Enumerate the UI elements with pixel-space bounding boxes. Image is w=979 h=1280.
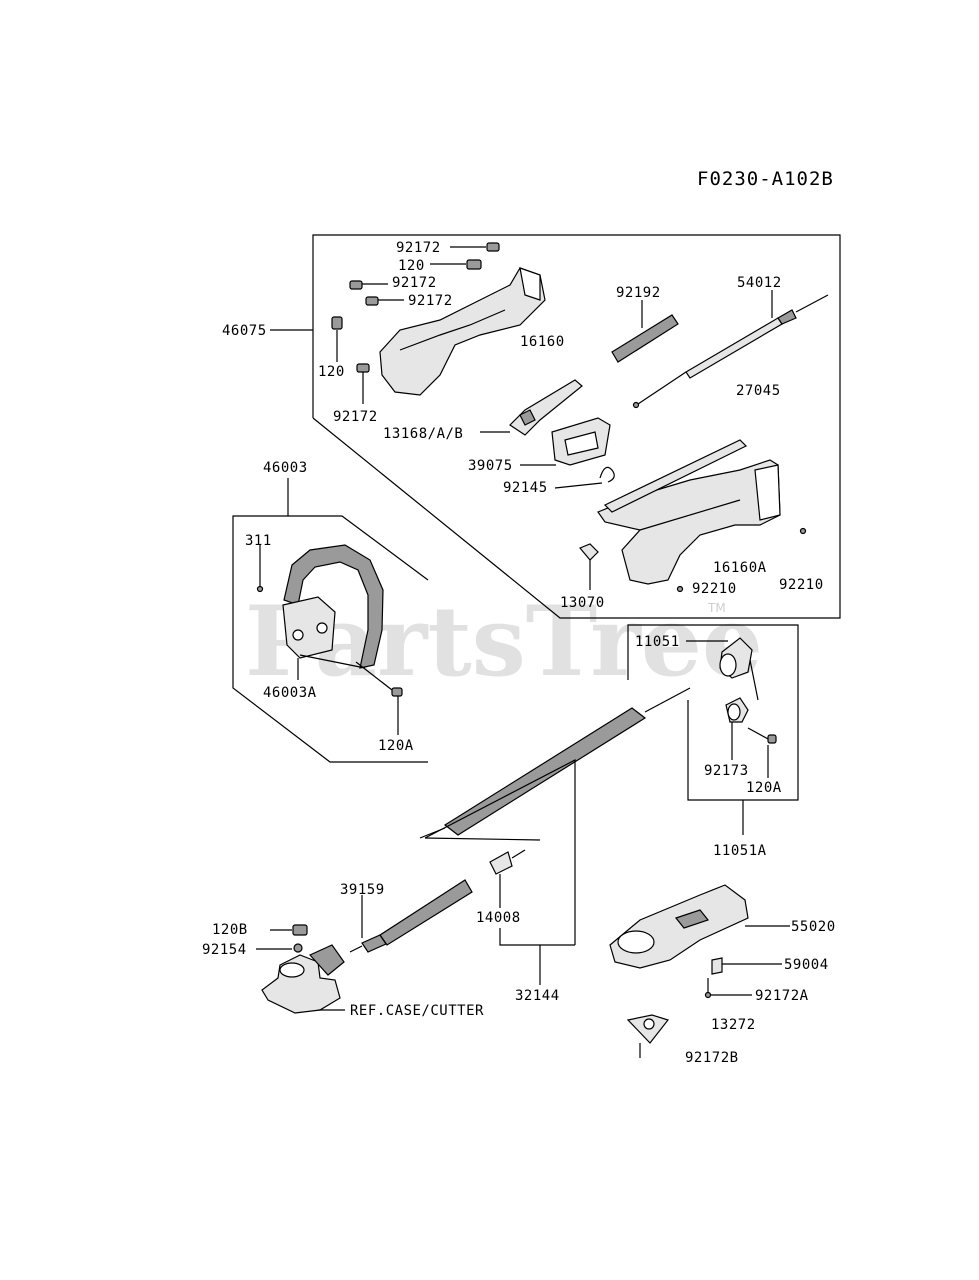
label-120B: 120B bbox=[212, 922, 248, 938]
label-92172-c: 92172 bbox=[408, 293, 453, 309]
watermark-tm: TM bbox=[707, 601, 726, 615]
bolt-92172-top bbox=[450, 242, 500, 252]
bolt-92172-d bbox=[356, 363, 370, 404]
label-46003A: 46003A bbox=[263, 685, 317, 701]
bolt-92172-b bbox=[349, 280, 388, 290]
group-46003-frame bbox=[232, 478, 429, 763]
label-92172-d: 92172 bbox=[333, 409, 378, 425]
washer-92154 bbox=[256, 943, 303, 953]
diagram-code: F0230-A102B bbox=[697, 168, 834, 190]
group-46075-frame bbox=[270, 234, 841, 619]
label-14008: 14008 bbox=[476, 910, 521, 926]
label-27045: 27045 bbox=[736, 383, 781, 399]
loop-handle-46003 bbox=[256, 544, 403, 735]
label-311: 311 bbox=[245, 533, 272, 549]
handle-housing-16160 bbox=[379, 267, 546, 396]
label-13168: 13168/A/B bbox=[383, 426, 463, 442]
gear-case bbox=[261, 944, 345, 1014]
handle-housing-16160A bbox=[597, 439, 807, 593]
label-46075: 46075 bbox=[222, 323, 267, 339]
shaft-bracket-32144 bbox=[499, 928, 575, 985]
label-55020: 55020 bbox=[791, 919, 836, 935]
label-92210-b: 92210 bbox=[779, 577, 824, 593]
label-39075: 39075 bbox=[468, 458, 513, 474]
throttle-cable-54012 bbox=[632, 290, 829, 409]
bolt-120-left bbox=[331, 316, 343, 362]
label-92172B: 92172B bbox=[685, 1050, 739, 1066]
label-92192: 92192 bbox=[616, 285, 661, 301]
label-120A-b: 120A bbox=[746, 780, 782, 796]
lever-39075 bbox=[520, 417, 611, 466]
label-92173: 92173 bbox=[704, 763, 749, 779]
drive-shaft-32144 bbox=[419, 687, 691, 945]
trigger-13168 bbox=[480, 379, 583, 436]
label-16160A: 16160A bbox=[713, 560, 767, 576]
spring-92145 bbox=[554, 466, 615, 489]
label-46003: 46003 bbox=[263, 460, 308, 476]
label-120-b: 120 bbox=[318, 364, 345, 380]
label-ref-case-cutter: REF.CASE/CUTTER bbox=[350, 1003, 484, 1019]
label-11051: 11051 bbox=[635, 634, 680, 650]
bolt-120B bbox=[270, 924, 308, 936]
clip-13070 bbox=[579, 543, 599, 590]
label-120-a: 120 bbox=[398, 258, 425, 274]
label-59004: 59004 bbox=[784, 957, 829, 973]
bolt-92172-c bbox=[365, 296, 404, 306]
label-16160: 16160 bbox=[520, 334, 565, 350]
label-54012: 54012 bbox=[737, 275, 782, 291]
bushing-14008 bbox=[489, 849, 526, 908]
guard-55020 bbox=[609, 884, 790, 969]
label-92145: 92145 bbox=[503, 480, 548, 496]
plate-13272 bbox=[626, 1014, 670, 1058]
label-13272: 13272 bbox=[711, 1017, 756, 1033]
label-92172-b: 92172 bbox=[392, 275, 437, 291]
label-32144: 32144 bbox=[515, 988, 560, 1004]
grip-92192 bbox=[611, 300, 679, 363]
label-92172A: 92172A bbox=[755, 988, 809, 1004]
clamp-11051 bbox=[686, 637, 777, 778]
inner-shaft-39159 bbox=[349, 879, 473, 953]
label-13070: 13070 bbox=[560, 595, 605, 611]
label-92172-a: 92172 bbox=[396, 240, 441, 256]
label-92154: 92154 bbox=[202, 942, 247, 958]
label-39159: 39159 bbox=[340, 882, 385, 898]
bolt-120-top bbox=[430, 259, 482, 270]
label-92210-a: 92210 bbox=[692, 581, 737, 597]
bracket-59004 bbox=[704, 957, 782, 999]
label-120A-a: 120A bbox=[378, 738, 414, 754]
label-11051A: 11051A bbox=[713, 843, 767, 859]
group-11051A-frame bbox=[627, 624, 799, 835]
